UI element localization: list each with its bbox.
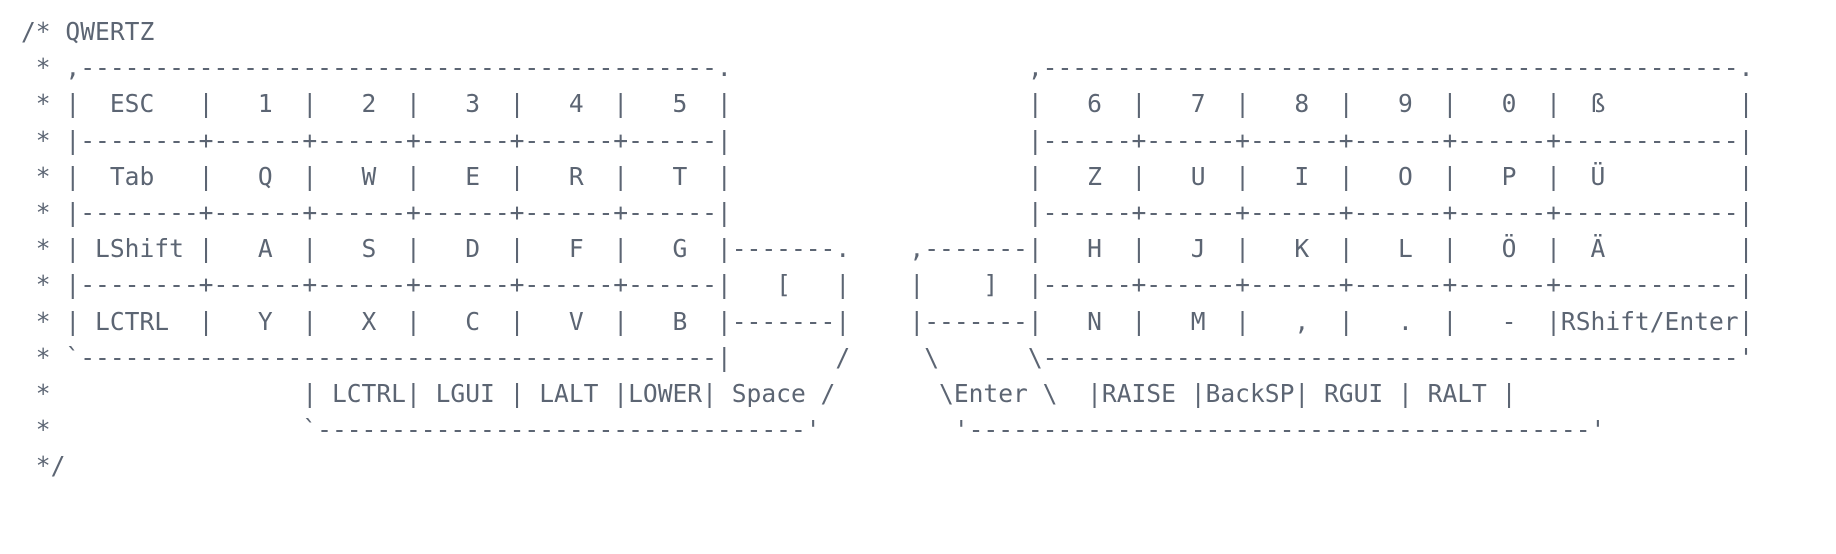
comment-open-line: /* QWERTZ — [21, 17, 155, 46]
keymap-ascii-art: /* QWERTZ * ,---------------------------… — [21, 17, 1754, 481]
bottom-letter-row-line: * | LCTRL | Y | X | C | V | B |-------| … — [21, 306, 1754, 336]
top-letter-row-line: * | Tab | Q | W | E | R | T | | Z | U | … — [21, 161, 1754, 191]
number-row-line: * | ESC | 1 | 2 | 3 | 4 | 5 | | 6 | 7 | … — [21, 89, 1754, 119]
divider-line-2: * |--------+------+------+------+------+… — [21, 197, 1754, 227]
bottom-border-line: * `-------------------------------------… — [21, 342, 1754, 372]
comment-close-line: */ — [21, 451, 66, 481]
home-row-line: * | LShift | A | S | D | F | G |-------.… — [21, 234, 1754, 264]
divider-line-1: * |--------+------+------+------+------+… — [21, 125, 1754, 155]
divider-brackets-line: * |--------+------+------+------+------+… — [21, 270, 1754, 300]
thumb-border-line: * `---------------------------------' '-… — [21, 415, 1606, 445]
top-border-line: * ,-------------------------------------… — [21, 53, 1754, 83]
thumb-row-line: * | LCTRL| LGUI | LALT |LOWER| Space / \… — [21, 378, 1517, 408]
